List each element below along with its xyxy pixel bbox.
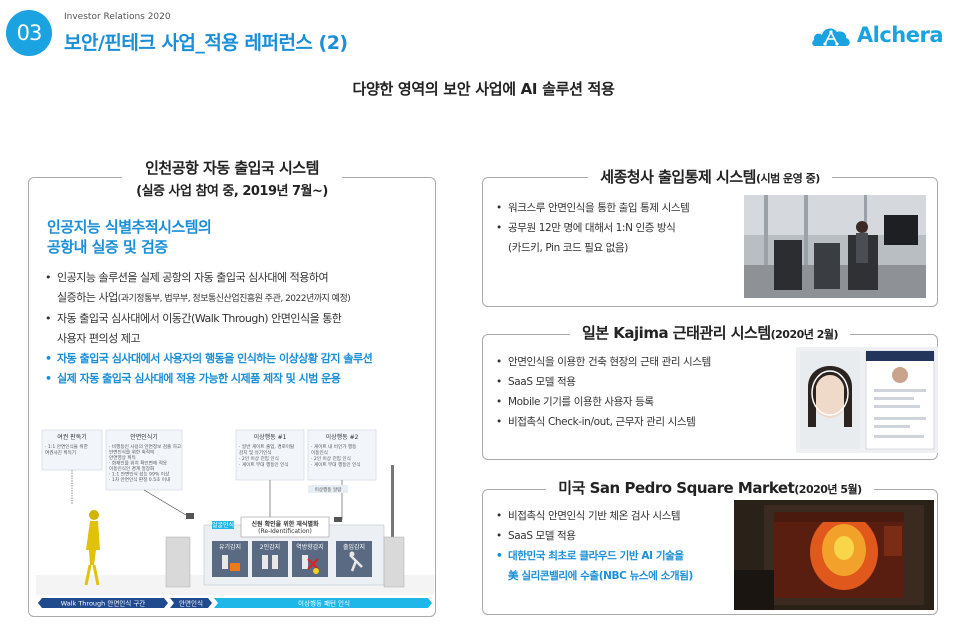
svg-text:이상행동 패턴 인식: 이상행동 패턴 인식 [298,599,350,608]
gate-tile-two-person [252,541,288,577]
incheon-panel-header: 인천공항 자동 출입국 시스템 (실증 사업 참여 중, 2019년 7월~) [28,157,436,199]
page-subtitle: 다양한 영역의 보안 사업에 AI 솔루션 적용 [352,80,615,98]
svg-text:· 화재인물 위치 확인면에 적응: · 화재인물 위치 확인면에 적응 [109,460,167,467]
anomaly-2-box [307,429,377,481]
svg-text:· 게이트 내 비인가 행동: · 게이트 내 비인가 행동 [311,443,356,450]
reid-title: 신원 확인을 위한 재식별화 [252,520,319,528]
svg-text:· 1차 안면인식 판정 0.5초 이내: · 1차 안면인식 판정 0.5초 이내 [109,476,170,483]
camera-icon [186,513,194,519]
svg-text:· 비행동인 사용의 안면정보 검출 하고: · 비행동인 사용의 안면정보 검출 하고 [109,443,181,450]
svg-text:이동인식: 이동인식 [311,449,328,456]
svg-text:여권사진 획득기: 여권사진 획득기 [45,449,76,456]
list-item: SaaS 모델 적용 [496,526,736,546]
svg-text:Walk Through 안면인식 구간: Walk Through 안면인식 구간 [61,599,146,608]
anomaly-1-title: 이상행동 #1 [254,433,287,441]
sejong-bullet-list: 워크스루 안면인식을 통한 출입 통제 시스템 공무원 12만 명에 대해서 1… [496,198,746,258]
kajima-title: 일본 Kajima 근태관리 시스템(2020년 2월) [569,322,851,343]
sejong-panel-header: 세종청사 출입통제 시스템(시범 운영 중) [482,166,938,187]
gate-system-diagram: 여권 판독기 · 1:1 안면인식을 위한 여권사진 획득기 안면인식기 · 비… [36,425,434,610]
svg-text:안면인식: 안면인식 [179,599,203,608]
list-item: (카드키, Pin 코드 필요 없음) [508,242,628,254]
sejong-title: 세종청사 출입통제 시스템(시범 운영 중) [588,166,832,187]
svg-text:· 게이트 부대 행동인 인식: · 게이트 부대 행동인 인식 [311,461,361,468]
face-recognition-label: 얼굴인식 [212,521,234,529]
svg-text:역방향감지: 역방향감지 [296,543,324,551]
reid-subtitle: (Re-Identification) [258,528,312,535]
sejong-gate-photo [744,195,926,298]
list-item: 대한민국 최초로 클라우드 기반 AI 기술을 [496,546,736,566]
list-item: 공무원 12만 명에 대해서 1:N 인증 방식 [496,218,746,238]
face-recognizer-title: 안면인식기 [130,433,158,441]
face-recognition-bar [170,598,212,608]
person-icon [262,555,268,569]
incheon-bullet-list: 인공지능 솔루션을 실제 공항의 자동 출입국 심사대에 적용하여 실증하는 사… [45,268,430,389]
reid-box [240,516,330,538]
svg-text:이동인식인 경계 정장화: 이동인식인 경계 정장화 [109,465,155,472]
list-item: 인공지능 솔루션을 실제 공항의 자동 출입국 심사대에 적용하여 실증하는 사… [45,268,430,309]
san-pedro-panel-header: 미국 San Pedro Square Market(2020년 5월) [482,477,938,498]
list-item: 비접촉식 Check-in/out, 근무자 관리 시스템 [496,412,796,432]
svg-text:감지 및 유기인식: 감지 및 유기인식 [239,449,272,456]
list-item: 워크스루 안면인식을 통한 출입 통제 시스템 [496,198,746,218]
svg-text:· 일반 게이트 출입, 경로이탈: · 일반 게이트 출입, 경로이탈 [239,443,295,450]
anomaly-1-box [235,429,305,481]
passport-reader-title: 여권 판독기 [57,433,87,441]
face-recognizer-box [105,429,183,491]
svg-text:· 2인 이상 진입 인식: · 2인 이상 진입 인식 [311,455,351,462]
ir-label: Investor Relations 2020 [64,12,171,22]
san-pedro-title: 미국 San Pedro Square Market(2020년 5월) [546,477,874,498]
svg-text:2인감지: 2인감지 [260,543,280,551]
kajima-app-photo [796,347,938,453]
thermal-camera-photo [734,500,934,610]
alchera-logo: Alchera [811,20,944,50]
gate-exit [383,536,405,588]
gate-tile-reverse [292,541,328,577]
gate-entrance [165,536,191,588]
svg-text:· 게이트 부대 행동인 인식: · 게이트 부대 행동인 인식 [239,461,289,468]
anomaly-pattern-bar [214,598,432,608]
logo-text: Alchera [856,23,944,47]
svg-text:안면인식을 위한 최적의: 안면인식을 위한 최적의 [109,449,154,456]
list-item: 美 실리콘밸리에 수출(NBC 뉴스에 소개됨) [508,570,693,582]
slide-title: 보안/핀테크 사업_적용 레퍼런스 (2) [64,32,348,54]
walking-person-icon [84,510,100,586]
incheon-title: 인천공항 자동 출입국 시스템 [145,159,319,177]
incheon-subtitle: (실증 사업 참여 중, 2019년 7월~) [136,184,328,199]
list-item: 자동 출입국 심사대에서 사용자의 행동을 인식하는 이상상황 감지 솔루션 [45,349,430,369]
x-mark-icon [307,558,319,570]
slide-number: 03 [16,21,43,45]
alchera-logo-icon [812,28,850,46]
slide-number-badge: 03 [6,10,52,56]
anomaly-2-title: 이상행동 #2 [326,433,359,441]
svg-text:· 2인 이상 진입 인식: · 2인 이상 진입 인식 [239,455,279,462]
list-item: 비접촉식 안면인식 기반 체온 검사 시스템 [496,506,736,526]
svg-text:출입감지: 출입감지 [343,543,365,551]
kajima-bullet-list: 안면인식을 이용한 건축 현장의 근태 관리 시스템 SaaS 모델 적용 Mo… [496,352,796,432]
san-pedro-bullet-list: 비접촉식 안면인식 기반 체온 검사 시스템 SaaS 모델 적용 대한민국 최… [496,506,736,586]
kajima-panel-header: 일본 Kajima 근태관리 시스템(2020년 2월) [482,322,938,343]
list-item: Mobile 기기를 이용한 사용자 등록 [496,392,796,412]
alert-label: 이상행동 알람 [315,486,343,493]
svg-text:유기감지: 유기감지 [219,543,241,551]
luggage-icon [230,563,240,571]
running-person-icon [349,554,363,572]
list-item: 실제 자동 출입국 심사대에 적용 가능한 시제품 제작 및 시범 운용 [45,369,430,389]
list-item: 자동 출입국 심사대에서 이동간(Walk Through) 안면인식을 통한 … [45,309,430,349]
incheon-heading: 인공지능 식별추적시스템의 공항내 실증 및 검증 [47,218,212,256]
list-item: 안면인식을 이용한 건축 현장의 근태 관리 시스템 [496,352,796,372]
svg-text:· 1:1 안면인식을 위한: · 1:1 안면인식을 위한 [45,443,89,450]
svg-text:안면영상 획득: 안면영상 획득 [109,454,136,461]
person-icon [272,555,278,569]
list-item: SaaS 모델 적용 [496,372,796,392]
camera-icon [334,517,342,522]
svg-text:· 1:1 안면인식 성능 99% 이상: · 1:1 안면인식 성능 99% 이상 [109,471,170,478]
walk-through-bar [38,598,168,608]
